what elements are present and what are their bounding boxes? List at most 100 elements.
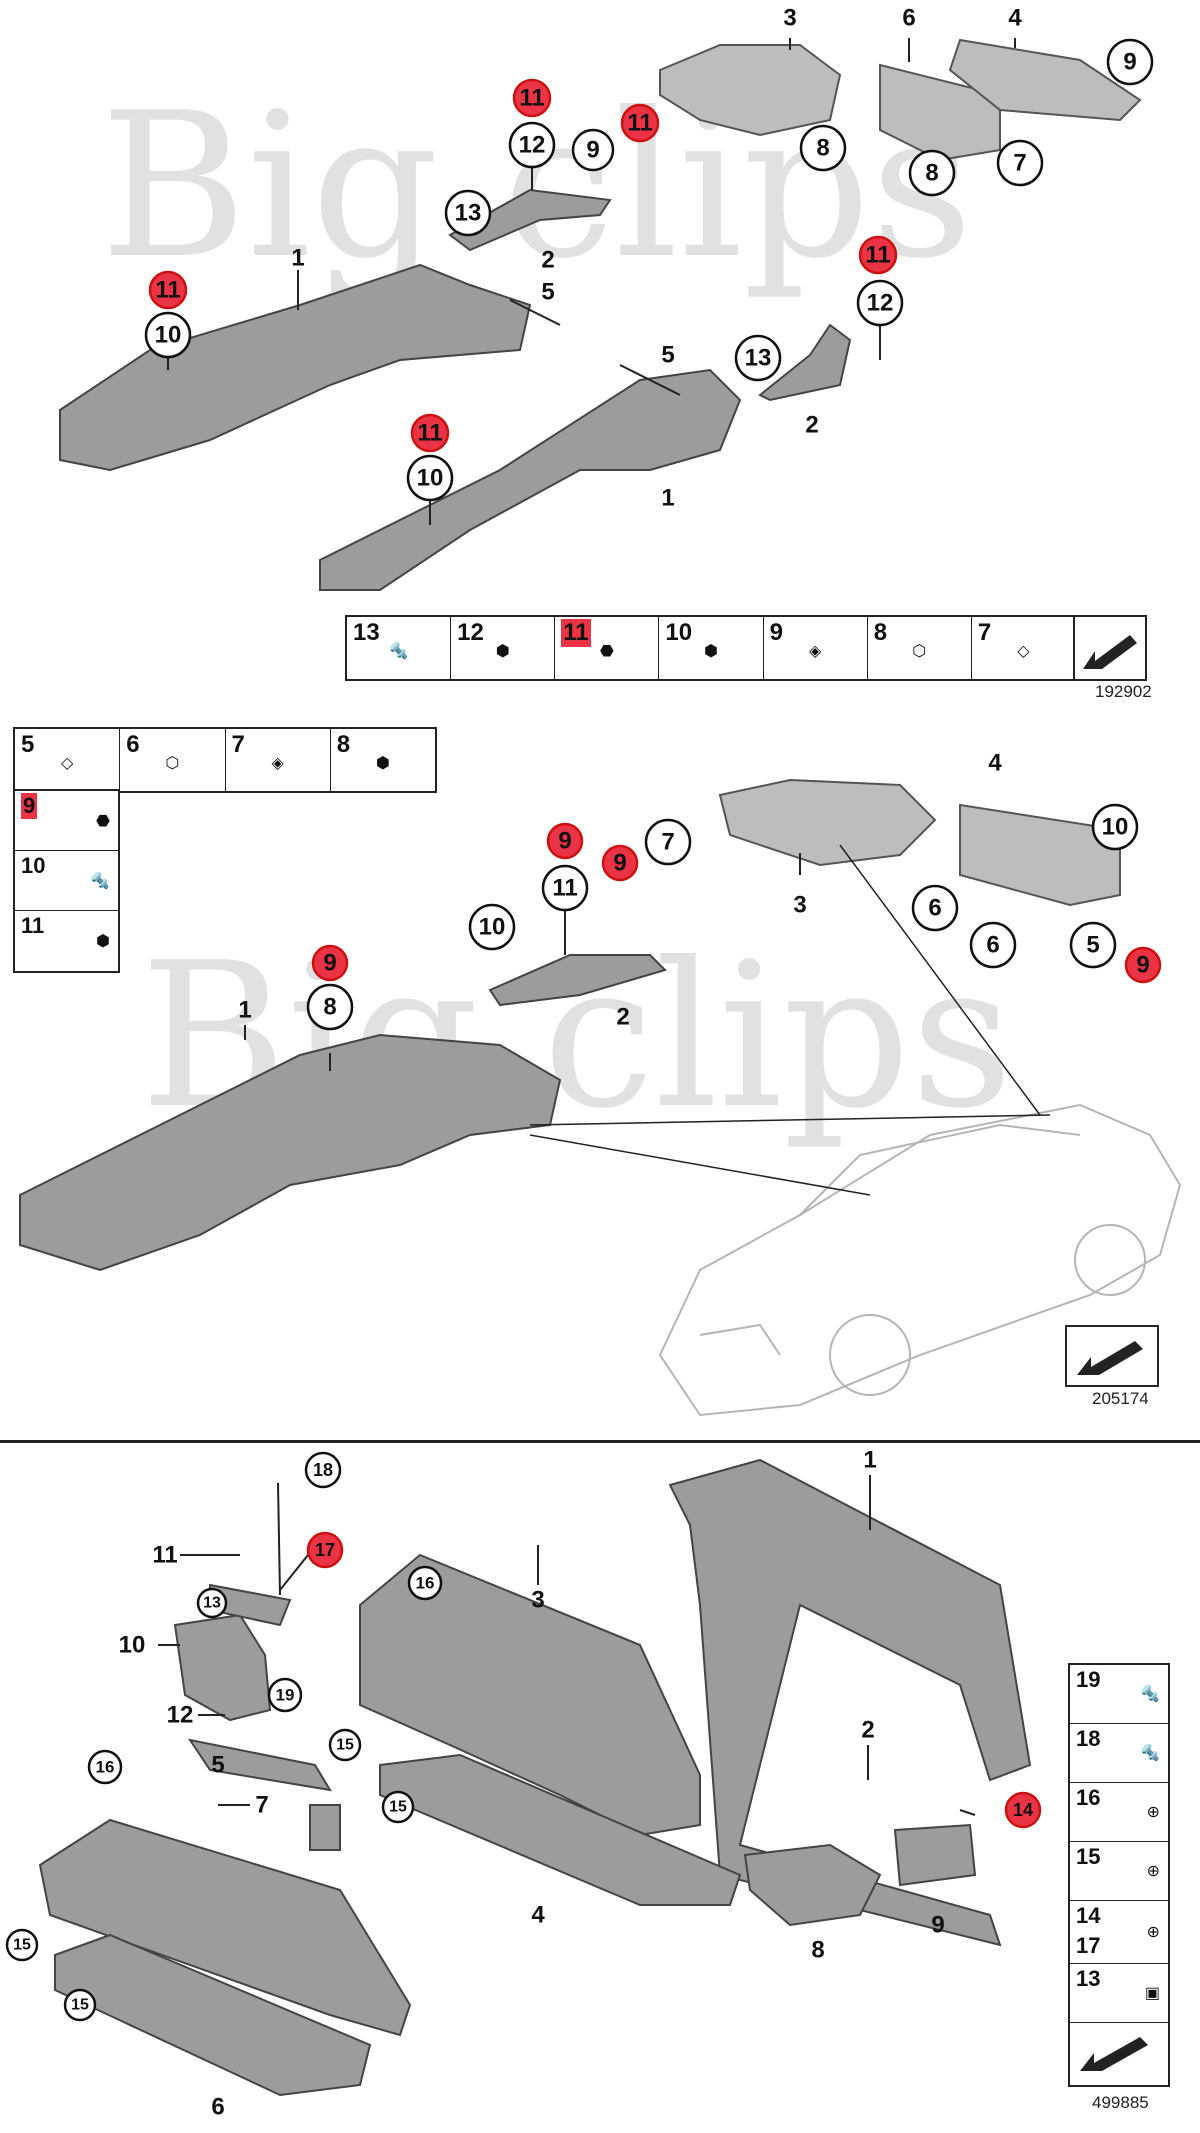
svg-text:9: 9 [323,950,336,977]
legend-cell: 5◇ [15,729,121,791]
direction-arrow-box [1073,615,1147,681]
callout-2: 2 [616,1004,629,1031]
underbody-panel [19,1033,562,1272]
bracket-2 [488,954,667,1007]
callout-2: 2 [805,412,818,439]
diagram-front-end-carrier: 18 11 17 1 13 16 3 10 19 12 15 2 16 5 7 … [0,1445,1200,2133]
sensor-7 [309,1804,341,1851]
fastener-legend-top: 5◇ 6⬡ 7◈ 8⬢ [13,727,437,793]
svg-text:11: 11 [552,875,577,902]
callout-6: 6 [902,5,915,32]
diagram-ref-number: 205174 [1092,1389,1149,1408]
diagram-3-canvas: 18 11 17 1 13 16 3 10 19 12 15 2 16 5 7 … [5,1447,1042,2121]
callout-7: 7 [996,139,1044,187]
svg-text:15: 15 [389,1799,407,1816]
callout-11: 11 [541,864,589,912]
legend-cell: 9◈ [764,617,868,679]
svg-text:11: 11 [865,242,890,269]
callout-17-highlight: 17 [306,1531,344,1569]
svg-text:9: 9 [613,850,626,877]
car-outline [658,1103,1182,1417]
legend-cell: 9⬣ [15,791,118,851]
callout-6: 6 [969,921,1017,969]
callout-1: 1 [238,997,251,1024]
direction-arrow-box [1065,1325,1159,1387]
cover-4 [948,38,1142,122]
callout-1: 1 [661,485,674,512]
callout-8: 8 [306,983,354,1031]
bracket-9 [893,1823,977,1887]
front-carrier-1 [668,1458,1032,1947]
svg-text:8: 8 [925,160,938,187]
diagram-underbody-panels: Big clips 3 6 4 9 11 12 9 11 8 8 7 13 2 … [0,0,1200,701]
callout-15: 15 [63,1988,97,2022]
bracket-2b [758,323,852,402]
expanding-nut-icon: ⬢ [495,643,510,661]
callout-12: 12 [167,1702,194,1729]
callout-1: 1 [291,245,304,272]
callout-7: 7 [255,1792,268,1819]
svg-text:10: 10 [417,465,444,492]
callout-11: 11 [152,1542,177,1569]
svg-text:18: 18 [313,1460,333,1480]
push-rivet-icon: 🔩 [90,872,110,890]
callout-9: 9 [1106,38,1154,86]
svg-text:11: 11 [155,277,180,304]
svg-text:14: 14 [1013,1800,1033,1820]
clip-nut-icon: ▣ [1144,1985,1160,2002]
svg-text:7: 7 [1013,150,1026,177]
legend-cell: 14 17 ⊕ [1070,1901,1168,1964]
callout-10: 10 [468,903,516,951]
callout-4: 4 [1008,5,1022,32]
grille-frame-3 [359,1553,701,1837]
callout-10: 10 [144,311,192,359]
diagram-underbody-rear: Big clips 4 10 9 9 7 3 6 11 6 5 9 10 9 [0,715,1200,1435]
strip-5b [619,364,681,396]
direction-arrow-icon [1077,1341,1143,1375]
callout-9-highlight: 9 [1124,946,1162,984]
callout-9-highlight: 9 [311,944,349,982]
callout-13: 13 [734,334,782,382]
callout-4: 4 [988,750,1002,777]
svg-text:9: 9 [586,137,599,164]
expanding-nut-icon: ⬢ [704,643,718,661]
diagram-ref-number: 499885 [1092,2093,1149,2112]
direction-arrow-icon [1083,635,1137,669]
underbody-panel-right [319,368,742,591]
svg-text:8: 8 [323,994,336,1021]
callout-9: 9 [931,1912,944,1939]
direction-arrow-icon [1080,2037,1148,2071]
expanding-nut-icon: ⬢ [375,755,390,773]
callout-3: 3 [531,1587,544,1614]
callout-5: 5 [1069,921,1117,969]
svg-text:9: 9 [1136,952,1149,979]
air-duct-3 [659,44,842,137]
speed-nut-icon: ◈ [271,755,284,773]
callout-13: 13 [444,189,492,237]
legend-cell [1070,2023,1168,2083]
svg-text:15: 15 [13,1937,31,1954]
callout-9-highlight: 9 [601,844,639,882]
leader-line [839,844,1041,1116]
svg-text:5: 5 [1086,932,1099,959]
svg-text:13: 13 [203,1595,221,1612]
screw-icon: ⊕ [1146,1804,1160,1821]
legend-cell: 10🔩 [15,851,118,911]
svg-text:12: 12 [867,290,894,317]
callout-11-highlight: 11 [620,103,660,143]
callout-9-highlight: 9 [546,822,584,860]
callout-13: 13 [196,1587,228,1619]
expanding-nut-icon: ⬢ [96,932,110,950]
section-divider [0,1440,1200,1443]
hex-nut-icon: ⬡ [912,643,927,661]
bolt-icon: 🔩 [1140,1745,1160,1762]
legend-cell: 13🔩 [347,617,452,679]
callout-12: 12 [856,279,904,327]
underbody-panel-left [59,263,532,472]
callout-1: 1 [863,1447,876,1474]
callout-14-highlight: 14 [1004,1791,1042,1829]
callout-16: 16 [407,1565,443,1601]
callout-10: 10 [1091,803,1139,851]
svg-text:11: 11 [417,420,442,447]
callout-3: 3 [793,892,806,919]
